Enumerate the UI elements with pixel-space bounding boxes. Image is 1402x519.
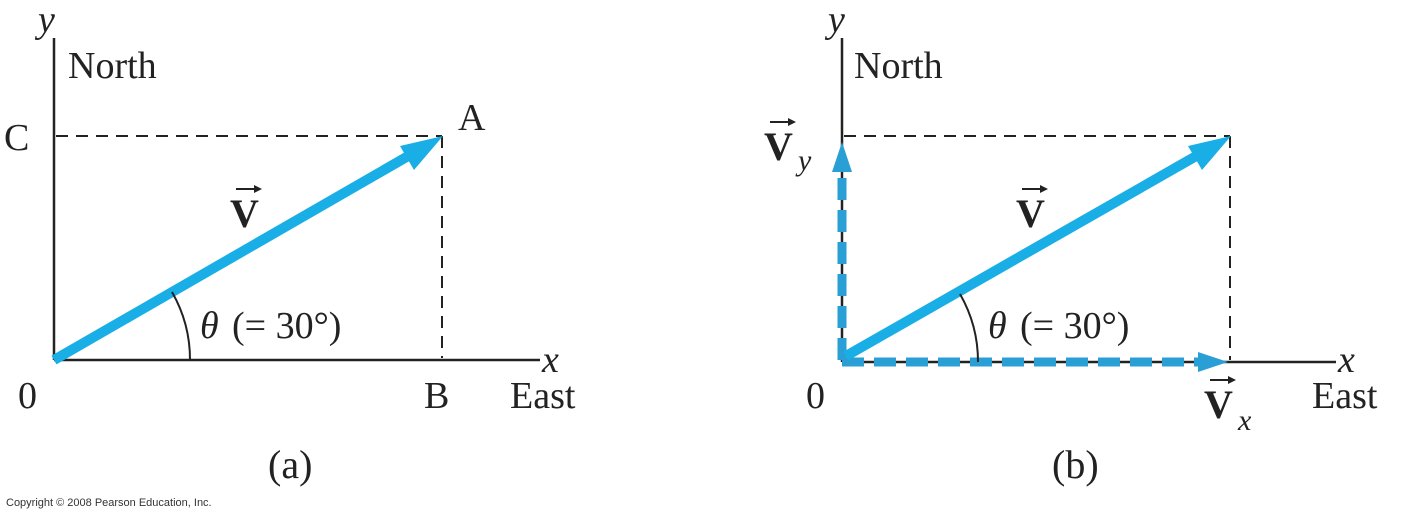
- panel-b-x-axis-label: x: [1337, 339, 1355, 381]
- panel-b-vy-component-arrow: [832, 142, 852, 360]
- panel-a-point-a-label: A: [458, 97, 486, 139]
- panel-b-vx-subscript: x: [1237, 404, 1252, 437]
- panel-b-angle-arc: [959, 293, 980, 363]
- panel-a: y North C A V θ (= 30°) x 0 B East (a): [4, 0, 576, 487]
- panel-a-east-label: East: [510, 375, 576, 417]
- panel-b-vx-label: V x: [1204, 376, 1252, 437]
- copyright-notice: Copyright © 2008 Pearson Education, Inc.: [6, 497, 212, 509]
- panel-a-angle-symbol: θ: [200, 305, 219, 347]
- panel-b-vector-label: V: [1016, 185, 1048, 236]
- panel-b-north-label: North: [854, 45, 943, 87]
- panel-b-origin-label: 0: [806, 375, 825, 417]
- panel-b: y North V y V θ (= 30°) x 0 East V x: [764, 0, 1378, 487]
- panel-a-vector-label: V: [230, 185, 262, 236]
- panel-b-east-label: East: [1312, 375, 1378, 417]
- panel-b-vector-v-text: V: [1016, 191, 1045, 236]
- panel-b-vx-text: V: [1204, 382, 1233, 427]
- panel-b-angle-value: (= 30°): [1020, 305, 1129, 347]
- panel-b-angle-symbol: θ: [988, 305, 1007, 347]
- panel-a-y-axis-label: y: [34, 0, 55, 41]
- panel-a-point-b-label: B: [424, 375, 449, 417]
- panel-b-vy-subscript: y: [795, 144, 812, 177]
- panel-a-vector-v-text: V: [230, 191, 259, 236]
- panel-a-north-label: North: [68, 45, 157, 87]
- vector-arrow-accent: [1210, 376, 1236, 384]
- panel-a-angle-value: (= 30°): [232, 305, 341, 347]
- panel-b-y-axis-label: y: [824, 0, 845, 41]
- panel-b-vy-text: V: [764, 124, 793, 169]
- panel-a-point-c-label: C: [4, 117, 29, 159]
- vector-arrow-accent: [770, 118, 796, 126]
- panel-b-vx-component-arrow: [842, 352, 1228, 372]
- panel-a-caption: (a): [268, 442, 312, 487]
- panel-a-vector-v-arrow: [51, 136, 443, 365]
- vector-arrow-accent: [236, 185, 262, 193]
- panel-a-origin-label: 0: [18, 375, 37, 417]
- panel-b-caption: (b): [1052, 442, 1099, 487]
- vector-arrow-accent: [1022, 185, 1048, 193]
- panel-b-vy-label: V y: [764, 118, 812, 177]
- panel-a-angle-arc: [171, 291, 192, 361]
- panel-b-vector-v-arrow: [843, 136, 1231, 361]
- panel-a-x-axis-label: x: [541, 339, 559, 381]
